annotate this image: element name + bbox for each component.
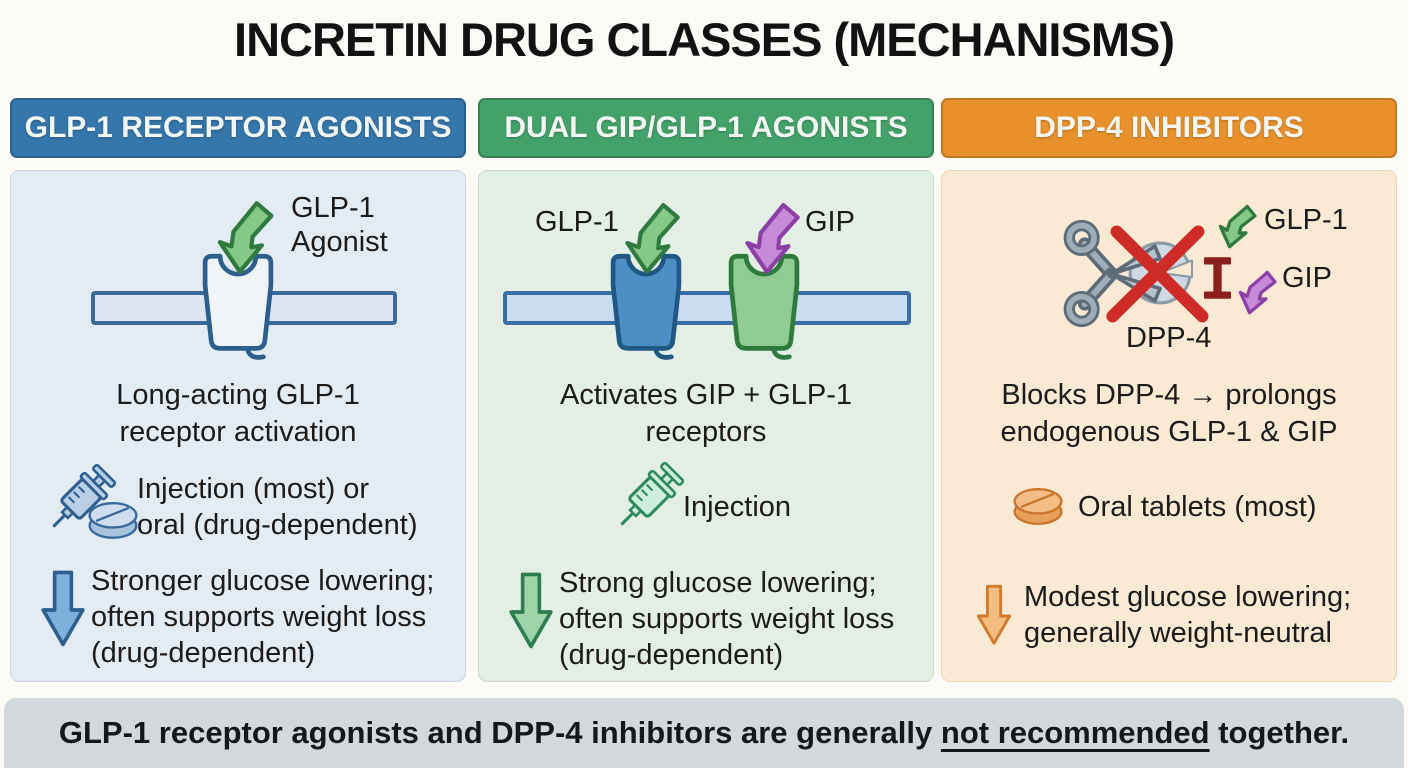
down-arrow-icon [41, 570, 85, 647]
gip-ligand-arrow-icon [745, 203, 800, 274]
route-text: Injection [683, 491, 792, 523]
ligand-label-gip: GIP [1282, 262, 1332, 294]
footer-underlined-text: not recommended [940, 715, 1210, 750]
footer-text-suffix: together. [1209, 715, 1350, 750]
ligand-label-glp1: GLP-1 [535, 206, 619, 238]
glp1-receptor-icon [202, 253, 274, 360]
panel-dpp4-inhibitors: GLP-1 GIP DPP-4 Blocks DPP-4 → prolongs … [941, 170, 1397, 682]
mechanism-text: Blocks DPP-4 → prolongs endogenous GLP-1… [1000, 379, 1338, 448]
cell-membrane [503, 291, 911, 325]
red-x-icon [1106, 225, 1209, 323]
footer-note: GLP-1 receptor agonists and DPP-4 inhibi… [4, 698, 1404, 768]
mechanism-text: Long-acting GLP-1 receptor activation [116, 379, 360, 448]
mechanism-text: Activates GIP + GLP-1 receptors [559, 379, 852, 448]
glp1-receptor-icon [610, 253, 682, 360]
effect-text: Strong glucose lowering; often supports … [559, 567, 895, 671]
down-arrow-icon [976, 584, 1012, 645]
enzyme-label: DPP-4 [1126, 322, 1212, 354]
dpp4-scissors-icon [1063, 219, 1209, 328]
gip-ligand-arrow-icon [1238, 270, 1277, 315]
column-header-glp1-receptor-agonists: GLP-1 RECEPTOR AGONISTS [10, 98, 466, 158]
footer-text-prefix: GLP-1 receptor agonists and DPP-4 inhibi… [58, 715, 941, 750]
down-arrow-icon [509, 572, 553, 649]
panel-glp1-receptor-agonists: GLP-1 Agonist Long-acting GLP-1 receptor… [10, 170, 466, 682]
page-title: INCRETIN DRUG CLASSES (MECHANISMS) [234, 13, 1175, 66]
column-header-dual-gip-glp1-agonists: DUAL GIP/GLP-1 AGONISTS [478, 98, 934, 158]
effect-text: Modest glucose lowering; generally weigh… [1024, 581, 1352, 649]
glp1-ligand-arrow-icon [217, 201, 274, 274]
ligand-label-glp1: GLP-1 [1264, 204, 1348, 236]
inhibitor-block-icon [1204, 257, 1231, 299]
glp1-ligand-arrow-icon [625, 203, 680, 274]
syringe-icon [52, 463, 117, 528]
effect-text: Stronger glucose lowering; often support… [91, 565, 435, 669]
route-text: Oral tablets (most) [1078, 491, 1317, 523]
pill-icon [88, 502, 138, 539]
column-header-dpp4-inhibitors: DPP-4 INHIBITORS [941, 98, 1397, 158]
route-text: Injection (most) or oral (drug-dependent… [137, 473, 418, 541]
ligand-label-gip: GIP [805, 206, 855, 238]
syringe-icon [620, 461, 685, 526]
glp1-ligand-arrow-icon [1218, 204, 1257, 249]
gip-receptor-icon [728, 253, 800, 360]
panel-dual-gip-glp1-agonists: GLP-1 GIP Activates GIP + GLP-1 receptor… [478, 170, 934, 682]
pill-icon [1013, 488, 1063, 525]
ligand-label: GLP-1 Agonist [291, 192, 388, 258]
